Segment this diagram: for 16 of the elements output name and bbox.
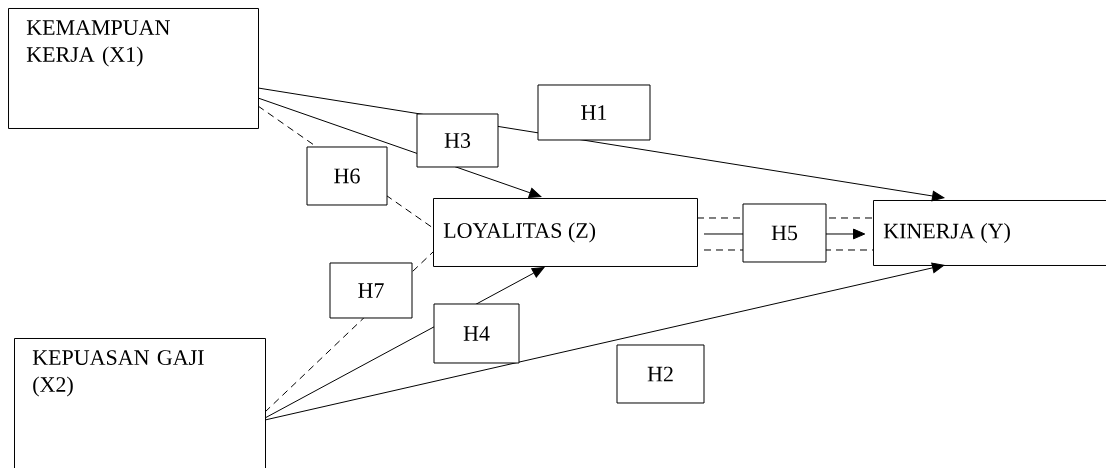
node-text: LOYALITAS (Z) (443, 222, 596, 243)
hypothesis-label: H2 (616, 344, 705, 404)
hypothesis-label: H3 (416, 113, 499, 168)
concept-box (873, 200, 1106, 266)
hypothesis-label: H5 (742, 203, 827, 263)
hypothesis-label: H4 (433, 303, 520, 364)
hypothesis-label: H1 (537, 84, 651, 141)
arrow (264, 262, 945, 421)
node-text: KINERJA (Y) (883, 223, 1010, 243)
hypothesis-label: H7 (329, 262, 413, 319)
node-text: KEPUASAN GAJI (X2) (32, 350, 204, 397)
node-text: KEMAMPUAN KERJA (X1) (26, 20, 170, 67)
concept-box (8, 8, 259, 129)
concept-box (14, 338, 266, 468)
concept-box (433, 198, 698, 267)
hypothesis-label: H6 (306, 146, 388, 206)
